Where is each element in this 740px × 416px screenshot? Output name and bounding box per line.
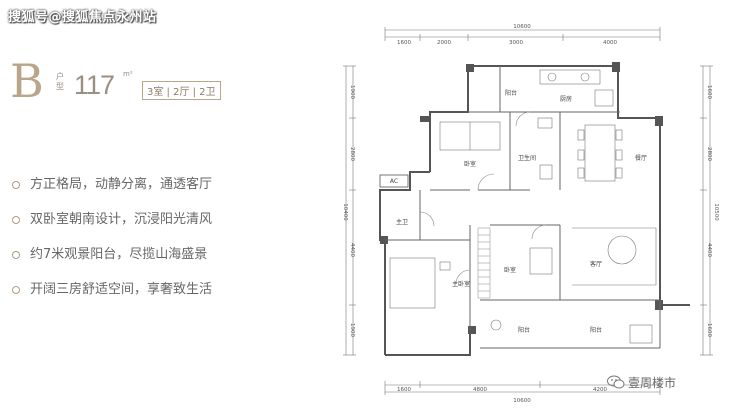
bottom-dimension-1: 1600 — [397, 387, 411, 393]
room-balcony-bottom-right: 阳台 — [590, 326, 602, 334]
left-dimension-4: 1900 — [349, 323, 355, 337]
right-dimension-4: 1600 — [706, 323, 712, 337]
bullet-icon — [12, 251, 20, 259]
wall-blocks — [380, 62, 663, 334]
unit-area-unit: m² — [123, 70, 133, 78]
top-dimension-3: 3000 — [509, 40, 523, 46]
top-dimension-2: 2000 — [437, 40, 451, 46]
bullet-icon — [12, 286, 20, 294]
floor-plan: 10600 1600 2000 3000 4000 1600 4800 4200… — [342, 24, 719, 404]
left-total-dimension: 10400 — [342, 203, 348, 221]
brand-text: 壹周楼市 — [628, 376, 677, 390]
room-living: 客厅 — [590, 260, 602, 268]
room-bedroom-top: 卧室 — [464, 160, 476, 168]
room-kitchen: 厨房 — [560, 95, 572, 103]
right-total-dimension: 10500 — [713, 203, 719, 221]
room-master-bath: 主卫 — [396, 218, 408, 226]
top-total-dimension: 10600 — [513, 24, 531, 30]
left-dimension-lines — [343, 65, 356, 356]
feature-text: 开阔三房舒适空间，享奢致生活 — [30, 282, 213, 297]
bottom-dimension-3: 4200 — [593, 387, 607, 393]
room-ac-label: AC — [390, 178, 398, 185]
top-dimension-4: 4000 — [603, 40, 617, 46]
feature-item: 约7米观景阳台，尽揽山海盛景 — [10, 240, 212, 275]
right-dimension-3: 4400 — [706, 243, 712, 257]
unit-layout-badge: 3室 | 2厅 | 2卫 — [142, 81, 221, 100]
wechat-icon — [607, 375, 625, 389]
top-dimension-lines — [384, 27, 661, 41]
interior-walls — [385, 66, 661, 349]
feature-text: 双卧室朝南设计，沉浸阳光清风 — [30, 212, 213, 227]
room-balcony-bottom-left: 阳台 — [518, 326, 530, 334]
unit-type-word: 户型 — [56, 72, 64, 91]
right-dimension-2: 2800 — [706, 147, 712, 161]
top-dimension-1: 1600 — [397, 40, 411, 46]
feature-text: 约7米观景阳台，尽揽山海盛景 — [30, 247, 208, 262]
left-dimension-1: 1900 — [349, 85, 355, 99]
exterior-walls — [379, 65, 690, 356]
feature-list: 方正格局，动静分离，通透客厅 双卧室朝南设计，沉浸阳光清风 约7米观景阳台，尽揽… — [10, 170, 212, 310]
bottom-dimension-2: 4800 — [473, 387, 487, 393]
furniture — [389, 69, 657, 344]
room-bathroom: 卫生间 — [518, 154, 536, 162]
room-dining: 餐厅 — [635, 154, 647, 162]
watermark: 搜狐号@搜狐焦点永州站 — [8, 10, 157, 25]
bullet-icon — [12, 181, 20, 189]
bullet-icon — [12, 216, 20, 224]
feature-text: 方正格局，动静分离，通透客厅 — [30, 177, 213, 192]
feature-item: 方正格局，动静分离，通透客厅 — [10, 170, 212, 205]
room-master-bedroom: 主卧室 — [452, 280, 470, 288]
room-bedroom-mid: 卧室 — [504, 266, 516, 274]
feature-item: 双卧室朝南设计，沉浸阳光清风 — [10, 205, 212, 240]
right-dimension-1: 1600 — [706, 85, 712, 99]
left-dimension-3: 4400 — [349, 243, 355, 257]
brand-label: 壹周楼市 — [607, 374, 676, 391]
ac-unit — [379, 174, 409, 188]
bottom-total-dimension: 10600 — [513, 398, 531, 404]
door-swings — [419, 111, 547, 285]
stair-lines — [477, 227, 491, 299]
room-balcony-top: 阳台 — [505, 89, 517, 97]
right-dimension-lines — [700, 65, 713, 356]
feature-item: 开阔三房舒适空间，享奢致生活 — [10, 275, 212, 310]
unit-area: 117 — [74, 70, 115, 100]
left-dimension-2: 2800 — [349, 147, 355, 161]
unit-type-letter: B — [10, 54, 44, 108]
